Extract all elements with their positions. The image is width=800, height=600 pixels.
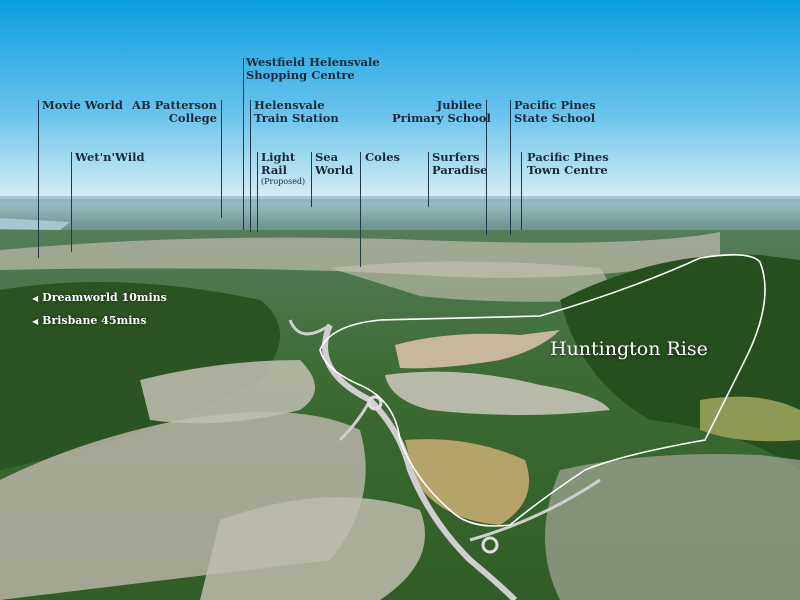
label-movie-world-text: Movie World [42,98,123,112]
ocean-strip [0,199,800,203]
label-surfers-line2: Paradise [432,163,488,177]
label-train-line2: Train Station [254,111,339,125]
label-westfield-line1: Westfield Helensvale [246,55,380,69]
label-pp-town-line1: Pacific Pines [527,150,609,164]
arrow-left-icon: ◀ [32,293,39,303]
broadwater [0,218,70,230]
main-road [322,323,518,600]
distance-brisbane-text: Brisbane 45mins [42,314,147,327]
ridge-left [0,282,280,470]
side-road-3 [288,319,331,336]
estate-boundary [319,254,766,527]
label-jubilee-line1: Jubilee [436,98,482,112]
label-pp-school-line2: State School [514,111,596,125]
leader-line-ab-patterson [221,100,222,218]
suburb-right [545,454,800,600]
leader-line-westfield [243,58,244,230]
distance-dreamworld-text: Dreamworld 10mins [42,291,167,304]
label-pacific-pines-state-school: Pacific Pines State School [514,99,596,125]
label-westfield-helensvale: Westfield Helensvale Shopping Centre [246,56,380,82]
leader-line-pp-town-centre [521,152,522,230]
leader-line-wet-n-wild [71,152,72,252]
label-jubilee-line2: Primary School [392,111,491,125]
label-surfers-line1: Surfers [432,150,480,164]
label-pp-town-line2: Town Centre [527,163,608,177]
label-wet-n-wild: Wet'n'Wild [75,151,145,164]
label-ab-patterson-college: AB Patterson College [128,99,217,125]
label-sea-world: Sea World [315,151,353,177]
label-train-line1: Helensvale [254,98,325,112]
leader-line-light-rail [257,152,258,232]
leader-line-surfers [428,152,429,207]
label-surfers-paradise: Surfers Paradise [432,151,488,177]
label-movie-world: Movie World [42,99,123,112]
estate-name-label: Huntington Rise [550,338,708,360]
label-light-rail-line2: Rail [261,163,288,177]
side-road-2 [469,478,601,542]
estate-housing [385,371,610,415]
leader-line-jubilee [486,100,487,235]
label-helensvale-train-station: Helensvale Train Station [254,99,339,125]
distance-brisbane: ◀Brisbane 45mins [32,314,147,327]
leader-line-train-station [250,100,251,232]
label-light-rail-line1: Light [261,150,296,164]
cleared-field [405,439,530,525]
suburb-lower [200,497,425,600]
suburb-centre [140,360,315,424]
suburb-mid-2 [330,261,620,302]
label-sea-world-line1: Sea [315,150,339,164]
label-light-rail: Light Rail (Proposed) [261,151,305,187]
grass-field [700,396,800,442]
label-wet-n-wild-text: Wet'n'Wild [75,150,145,164]
leader-line-movie-world [38,100,39,258]
roundabout [367,395,383,411]
label-jubilee-primary-school: Jubilee Primary School [392,98,491,125]
distance-dreamworld: ◀Dreamworld 10mins [32,291,167,304]
label-light-rail-note: (Proposed) [261,177,306,186]
label-coles: Coles [365,151,400,164]
label-sea-world-line2: World [315,163,354,177]
label-westfield-line2: Shopping Centre [246,68,355,82]
roundabout-2 [481,536,499,554]
leader-line-sea-world [311,152,312,207]
label-ab-patterson-line1: AB Patterson [132,98,217,112]
sky [0,0,800,205]
leader-line-pp-state-school [510,100,511,235]
leader-line-coles [360,152,361,267]
label-coles-text: Coles [365,150,400,164]
label-pp-school-line1: Pacific Pines [514,98,596,112]
arrow-left-icon: ◀ [32,316,39,326]
label-pacific-pines-town-centre: Pacific Pines Town Centre [527,151,609,177]
construction-area [395,330,560,369]
label-ab-patterson-line2: College [168,111,217,125]
